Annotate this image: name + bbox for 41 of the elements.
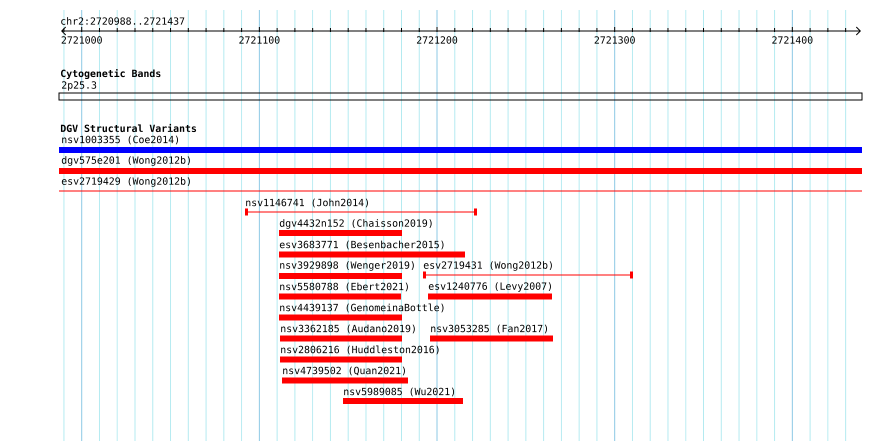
tick-label: 2721400 bbox=[772, 36, 812, 44]
node-label: nsv4439137 (GenomeinaBottle) bbox=[280, 304, 444, 312]
node-label: nsv3929898 (Wenger2019) bbox=[280, 261, 414, 271]
node-label: nsv3053285 (Fan2017) bbox=[431, 324, 548, 334]
tick-label: 2721100 bbox=[239, 36, 280, 44]
variant-bar: nsv3053285 (Fan2017) bbox=[430, 324, 553, 342]
tick-label: 2721000 bbox=[62, 36, 102, 44]
node-label: dgv4432n152 (Chaisson2019) bbox=[280, 219, 432, 229]
variant-bar: nsv3929898 (Wenger2019) bbox=[279, 261, 414, 279]
variant-bar: dgv575e201 (Wong2012b) bbox=[59, 156, 862, 174]
variant-bar: nsv2806216 (Huddleston2016) bbox=[280, 346, 439, 362]
node-label: nsv1003355 (Coe2014) bbox=[62, 136, 178, 144]
node-label: nsv5580788 (Ebert2021) bbox=[280, 282, 408, 292]
track-title: DGV Structural Variants bbox=[60, 124, 196, 132]
variant-bar: esv1240776 (Levy2007) bbox=[428, 282, 552, 300]
variant-bar: nsv1003355 (Coe2014) bbox=[59, 136, 862, 153]
variant-interval: nsv1146741 (John2014) bbox=[245, 198, 477, 216]
variant-bar: esv3683771 (Besenbacher2015) bbox=[279, 240, 465, 258]
variant-bar: dgv4432n152 (Chaisson2019) bbox=[279, 219, 432, 236]
track-title: Cytogenetic Bands bbox=[61, 68, 160, 80]
node-label: esv2719431 (Wong2012b) bbox=[424, 261, 552, 271]
tick-label: 2721200 bbox=[416, 36, 458, 44]
node-label: dgv575e201 (Wong2012b) bbox=[62, 156, 190, 166]
node-label: nsv2806216 (Huddleston2016) bbox=[281, 346, 439, 354]
variant-bar: nsv4439137 (GenomeinaBottle) bbox=[279, 304, 444, 320]
variant-bar: nsv4739502 (Quan2021) bbox=[282, 366, 408, 384]
tick-label: 2721300 bbox=[594, 36, 635, 44]
node-label: nsv4739502 (Quan2021) bbox=[283, 366, 405, 376]
band-box: 2p25.3 bbox=[58, 81, 862, 100]
variant-bar: nsv5580788 (Ebert2021) bbox=[279, 282, 408, 300]
node-label: nsv1146741 (John2014) bbox=[246, 198, 368, 208]
node-label: 2p25.3 bbox=[62, 81, 96, 91]
region-title: chr2:2720988..2721437 bbox=[61, 17, 184, 25]
node-label: nsv5989085 (Wu2021) bbox=[344, 388, 454, 396]
variant-interval: esv2719431 (Wong2012b) bbox=[423, 261, 633, 278]
variant-line: esv2719429 (Wong2012b) bbox=[58, 177, 862, 192]
node-label: esv1240776 (Levy2007) bbox=[428, 282, 551, 292]
variant-bar: nsv5989085 (Wu2021) bbox=[343, 388, 463, 404]
node-label: nsv3362185 (Audano2019) bbox=[281, 324, 415, 334]
node-label: esv3683771 (Besenbacher2015) bbox=[280, 240, 444, 250]
variant-bar: nsv3362185 (Audano2019) bbox=[280, 324, 415, 342]
